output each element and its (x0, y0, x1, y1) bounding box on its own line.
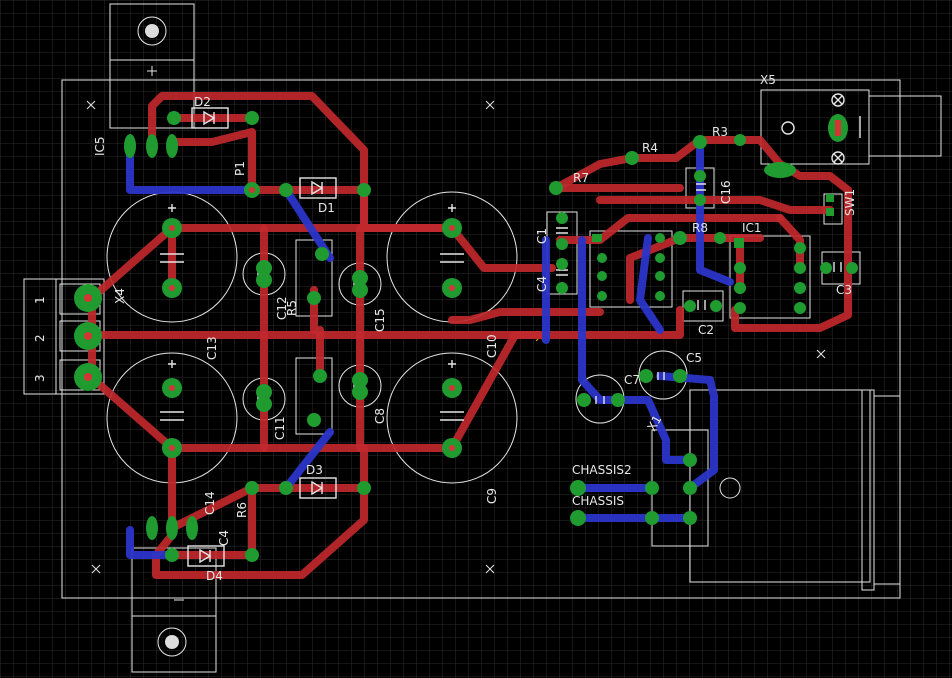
pads (74, 111, 858, 562)
label-c8: C8 (373, 408, 387, 424)
label-d2: D2 (194, 95, 211, 109)
label-c2: C2 (698, 323, 714, 337)
label-x1: X1 (644, 413, 664, 434)
component-symbols (160, 93, 861, 567)
label-c3: C3 (836, 283, 852, 297)
label-r3: R3 (712, 125, 728, 139)
label-chassis2: CHASSIS2 (572, 463, 632, 477)
regulator-bottom (131, 547, 217, 673)
label-c12: C12 (275, 296, 289, 320)
label-x4: X4 (113, 288, 127, 304)
label-r7: R7 (573, 171, 589, 185)
label-chassis: CHASSIS (572, 494, 624, 508)
label-c4-left: C4 (217, 530, 231, 546)
label-sw1: SW1 (843, 189, 857, 216)
label-c10: C10 (485, 334, 499, 358)
label-c15: C15 (373, 308, 387, 332)
label-pin1: 1 (33, 296, 47, 304)
component-labels: IC5 D2 P1 D1 X4 C13 C14 C4 D4 R6 D3 C12 … (33, 73, 857, 583)
terminal-block-x4 (23, 278, 105, 395)
label-c11: C11 (273, 416, 287, 440)
label-x5: X5 (760, 73, 776, 87)
label-d1: D1 (318, 201, 335, 215)
label-c14: C14 (203, 491, 217, 515)
label-c5: C5 (686, 351, 702, 365)
label-c4-right: C4 (535, 276, 549, 292)
label-r4: R4 (642, 141, 658, 155)
label-pin3: 3 (33, 374, 47, 382)
board-outline (61, 79, 901, 599)
label-d3: D3 (306, 463, 323, 477)
label-p1: P1 (233, 161, 247, 176)
label-c9: C9 (485, 488, 499, 504)
label-pin2: 2 (33, 334, 47, 342)
label-c7: C7 (624, 373, 640, 387)
label-c16: C16 (719, 180, 733, 204)
label-r8: R8 (692, 221, 708, 235)
label-c1: C1 (535, 228, 549, 244)
label-ic1: IC1 (742, 221, 762, 235)
label-ic5: IC5 (93, 136, 107, 156)
label-c13: C13 (205, 336, 219, 360)
label-d4: D4 (206, 569, 223, 583)
label-r5: R5 (285, 300, 299, 316)
label-r6: R6 (235, 502, 249, 518)
